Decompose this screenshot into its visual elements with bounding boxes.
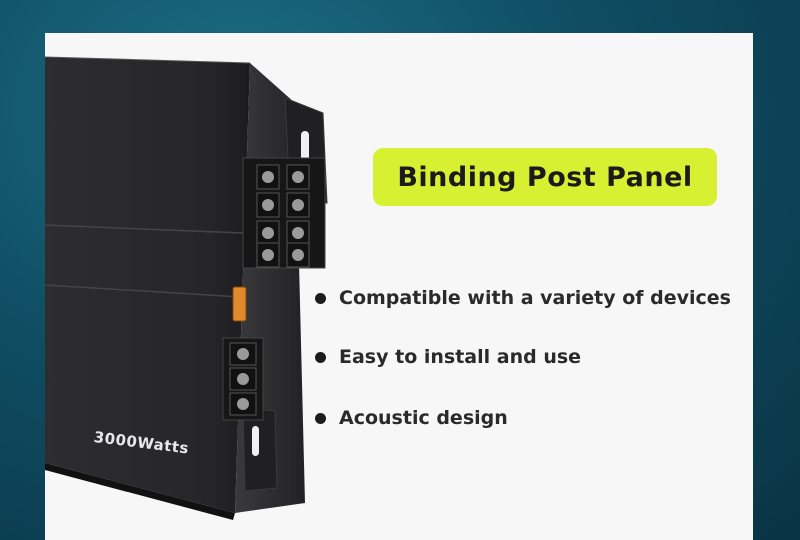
bullet-icon <box>315 292 326 304</box>
section-title: Binding Post Panel <box>397 161 693 193</box>
feature-item: Easy to install and use <box>315 346 581 368</box>
product-card: 3000Watts Binding Post Panel Compatible … <box>45 33 753 540</box>
feature-item: Compatible with a variety of devices <box>315 287 731 309</box>
feature-text: Acoustic design <box>339 407 508 429</box>
bullet-icon <box>315 412 326 424</box>
feature-text: Easy to install and use <box>339 346 582 368</box>
amplifier-image <box>45 56 328 520</box>
feature-item: Acoustic design <box>315 407 508 429</box>
section-title-badge: Binding Post Panel <box>373 148 717 206</box>
bullet-icon <box>315 351 326 363</box>
feature-text: Compatible with a variety of devices <box>339 287 731 309</box>
